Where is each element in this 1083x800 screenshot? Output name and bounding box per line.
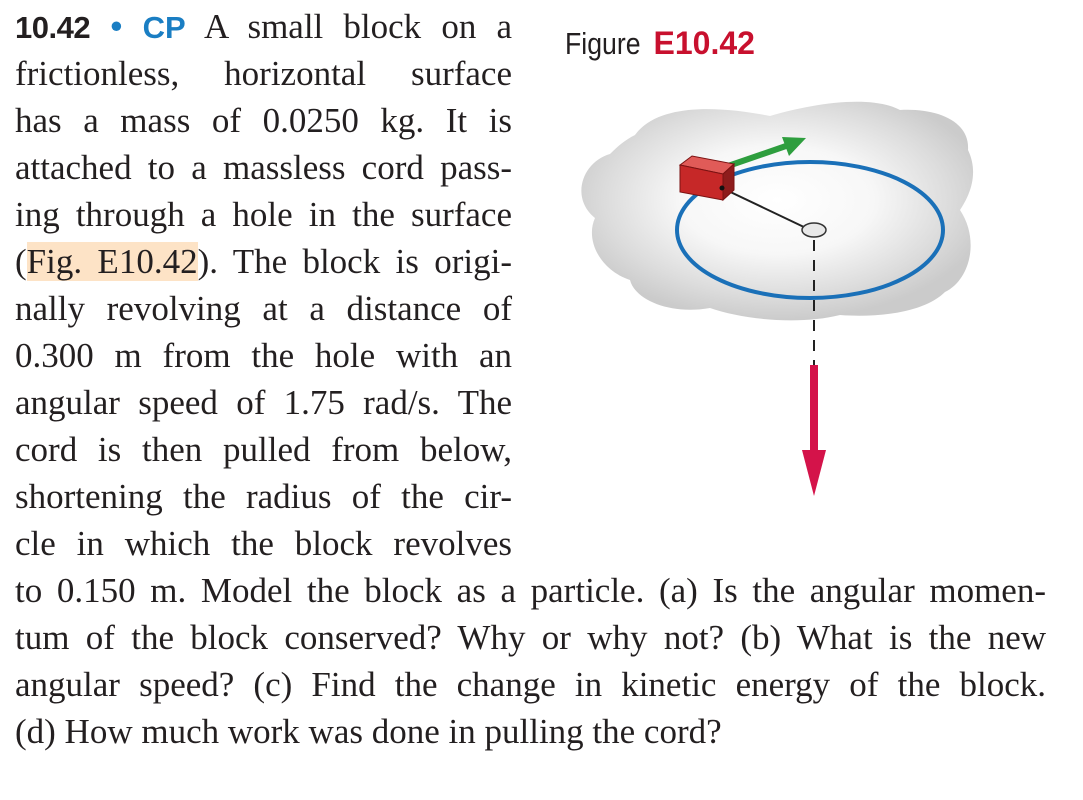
problem-line-10: cord is then pulled from below, (15, 430, 512, 469)
problem-line-5: ing through a hole in the surface (15, 195, 512, 234)
problem-line-11: shortening the radius of the cir- (15, 477, 512, 516)
problem-line-12: cle in which the block revolves (15, 524, 512, 563)
paren-open: ( (15, 242, 27, 281)
figure-reference-link[interactable]: Fig. E10.42 (26, 242, 198, 281)
problem-text: A small block on a (203, 7, 513, 46)
circular-path (675, 160, 945, 300)
block (678, 155, 736, 202)
problem-line-1: 10.42 • CP A small block on a (15, 4, 512, 50)
problem-line-8: 0.300 m from the hole with an (15, 336, 512, 375)
problem-line-9: angular speed of 1.75 rad/s. The (15, 383, 512, 422)
figure-caption: Figure E10.42 (565, 20, 755, 66)
frictionless-surface (581, 101, 974, 321)
problem-line-14: tum of the block conserved? Why or why n… (15, 618, 1046, 657)
problem-line-4: attached to a massless cord pass- (15, 148, 512, 187)
figure-caption-label: Figure (565, 26, 641, 61)
problem-line-13: to 0.150 m. Model the block as a particl… (15, 571, 1046, 610)
problem-number: 10.42 (15, 10, 91, 45)
velocity-arrow (727, 137, 806, 169)
problem-line-15: angular speed? (c) Find the change in ki… (15, 665, 1046, 704)
difficulty-badge: CP (142, 10, 186, 45)
bullet: • (110, 7, 123, 46)
figure-illustration (581, 101, 974, 496)
problem-text: ). The block is origi- (197, 242, 512, 281)
problem-line-6: (Fig. E10.42). The block is origi- (15, 239, 512, 285)
figure-caption-number: E10.42 (653, 25, 755, 61)
surface-hole (801, 222, 827, 238)
pull-force-arrow (802, 365, 826, 496)
problem-line-16: (d) How much work was done in pulling th… (15, 712, 722, 751)
problem-line-3: has a mass of 0.0250 kg. It is (15, 101, 512, 140)
problem-line-7: nally revolving at a distance of (15, 289, 512, 328)
problem-line-2: frictionless, horizontal surface (15, 54, 512, 93)
cord (721, 187, 807, 229)
